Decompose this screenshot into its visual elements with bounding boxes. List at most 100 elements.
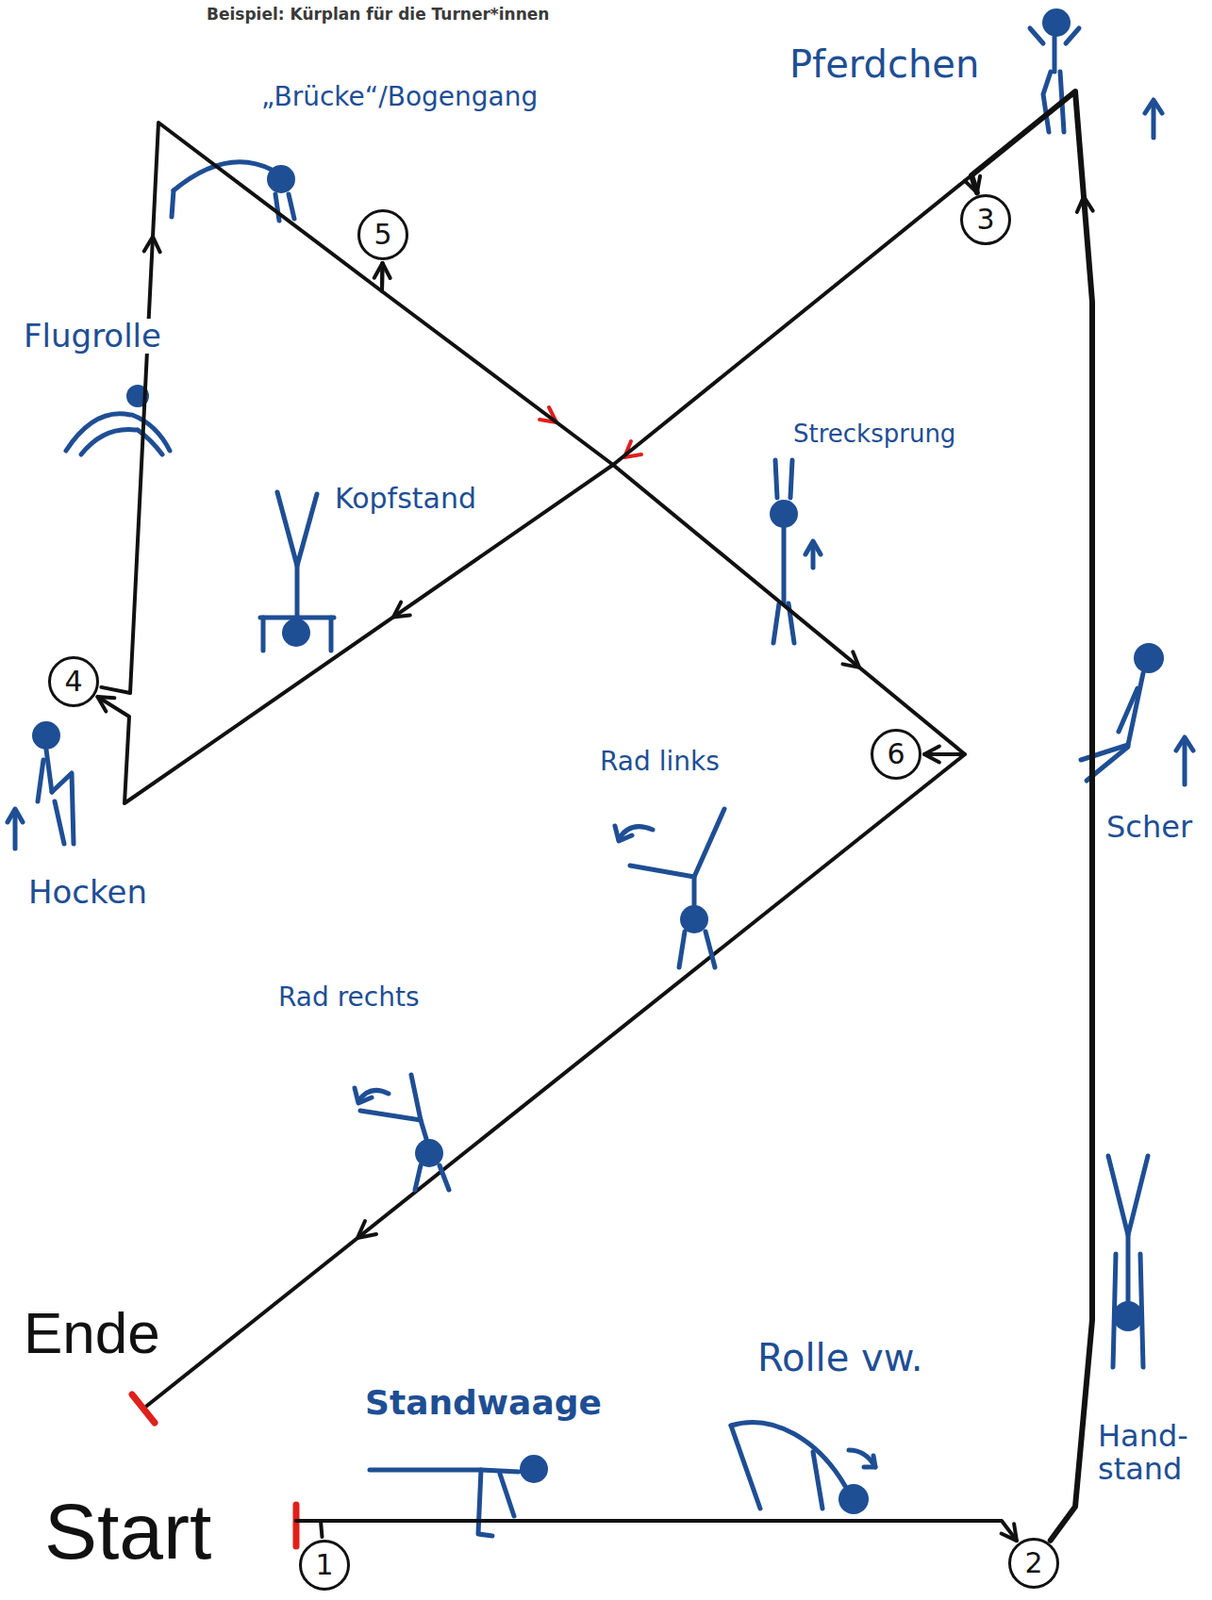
gymnast-figure [261,617,266,651]
gymnast-figure [769,499,798,529]
gymnast-figure [1029,28,1044,44]
gymnast-figure [614,826,632,842]
callout-number: 6 [886,740,905,769]
arrow-head [144,236,161,252]
arrow-head [97,697,115,713]
gymnast-figure [1118,688,1138,732]
gymnast-figure [32,721,61,750]
callout-circle: 6 [870,729,922,781]
gymnast-figure [354,1088,372,1104]
gymnast-figure [630,809,725,878]
gymnast-figure [439,1165,449,1191]
callout-number: 3 [976,205,995,234]
exercise-label: Rad rechts [275,983,423,1013]
arrow-head [924,747,940,764]
gymnast-figure [730,1426,761,1510]
gymnast-figure [730,1423,876,1515]
gymnast-figure [275,194,280,221]
gymnast-figure [519,1455,548,1484]
route-line [97,175,977,804]
gymnast-figure [1080,643,1194,785]
route-line [100,122,382,694]
gymnast-figure [1145,99,1163,114]
gymnast-figure [679,931,685,968]
route-line [143,754,965,1410]
gymnast-figure [790,460,793,499]
callout-number: 5 [373,220,392,250]
callout-circle: 4 [48,656,100,708]
gymnast-figure [781,528,787,604]
gymnast-figure [415,1165,421,1191]
gymnast-figure [1052,36,1058,72]
gymnast-figure [46,749,52,793]
end-label: Ende [20,1301,164,1366]
end-marker [132,1394,155,1424]
gymnast-figure [1126,1235,1131,1304]
gymnast-figure [369,1455,548,1537]
arrow-head [393,602,411,618]
gymnast-figure [266,165,296,194]
route-connector [97,175,977,804]
end-marker [132,1394,155,1424]
gymnast-figure [329,617,334,651]
gymnast-figure [705,931,715,968]
exercise-label: Kopfstand [332,482,480,515]
gymnast-figure [1065,28,1080,44]
callout-number: 4 [64,667,83,697]
gymnast-figure [277,492,317,566]
route-line [143,754,965,1410]
route-line [320,1521,1017,1542]
start-marker [293,1505,300,1547]
gymnast-figure [171,190,174,217]
route-line [971,91,1093,1542]
gymnast-figure [81,430,136,455]
arrow-head [1001,1524,1017,1542]
callout-number: 1 [315,1551,333,1580]
gymnast-figure [354,1075,449,1191]
callout-number: 2 [1024,1549,1043,1578]
start-marker [296,1519,323,1524]
gymnast-figure [7,809,23,823]
route-connector [320,1521,1017,1542]
exercise-label: Hocken [25,875,150,911]
exercise-label: Strecksprung [790,420,959,449]
gymnast-figure [37,760,44,802]
gymnast-figure [51,773,74,845]
gymnast-figure [282,618,311,648]
gymnast-figure [295,565,300,618]
gymnast-figure [1108,1156,1148,1236]
gymnast-figure [1042,8,1071,37]
gymnast-figure [813,1452,823,1510]
gymnast-figure [848,1450,876,1468]
exercise-label: Flugrolle [20,318,165,354]
arrow-head [1077,197,1094,214]
gymnast-figure [1112,1301,1144,1332]
exercise-label: Rolle vw. [754,1337,926,1379]
gymnast-figure [54,801,65,845]
gymnast-figure [805,541,821,555]
exercise-label: Hand- stand [1095,1420,1207,1487]
gymnast-figure [1176,737,1194,751]
gymnast-figure [415,1139,444,1168]
callout-circle: 5 [357,209,409,261]
gymnast-figure [1108,1156,1148,1368]
gymnast-figure [499,1474,515,1517]
route-connector [100,122,390,694]
page-title: Beispiel: Kürplan für die Turner*innen [203,5,552,24]
gymnast-figure [1043,71,1051,133]
callout-circle: 1 [298,1540,350,1592]
gymnast-figure [1029,8,1163,138]
exercise-label: Standwaage [362,1384,605,1423]
start-label: Start [41,1488,215,1576]
gymnast-figure [1133,643,1164,674]
gymnast-figure [1151,101,1157,138]
callout-circle: 2 [1008,1538,1060,1590]
exercise-label: Pferdchen [786,43,982,85]
route-line [357,1221,377,1239]
gymnast-figure [420,1120,427,1140]
gymnast-figure [66,384,170,455]
exercise-label: Rad links [597,747,723,778]
callout-circle: 3 [960,194,1012,246]
gymnast-figure [775,460,778,499]
